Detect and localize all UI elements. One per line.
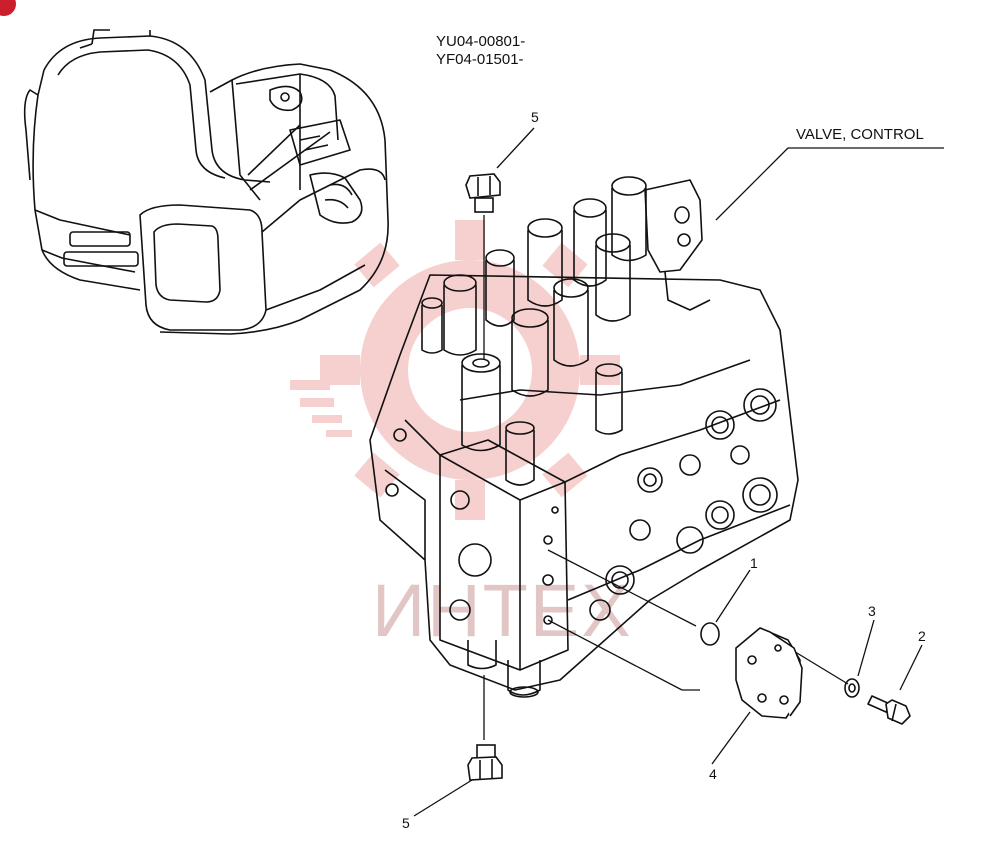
plug-5-bottom [467, 744, 503, 781]
bolt-2 [867, 695, 911, 725]
callout-2: 2 [918, 628, 926, 644]
leader-lines [413, 127, 944, 817]
callout-5-bottom: 5 [402, 815, 410, 831]
watermark-logo [290, 220, 620, 520]
spool-towers [421, 176, 647, 486]
callout-3: 3 [868, 603, 876, 619]
machine-overview [23, 29, 389, 335]
serial-range-2: YF04-01501- [436, 51, 524, 68]
callout-4: 4 [709, 766, 717, 782]
washer-3 [844, 678, 860, 698]
part-title: VALVE, CONTROL [796, 126, 924, 143]
cover-plate-4 [735, 627, 803, 719]
plug-5-top [465, 173, 501, 213]
watermark-text: ИНТЕХ [372, 569, 633, 652]
callout-1: 1 [750, 555, 758, 571]
o-ring-1 [700, 622, 720, 646]
port-holes [385, 388, 778, 625]
control-valve-assembly [369, 176, 799, 698]
corner-badge [0, 0, 16, 16]
callout-5-top: 5 [531, 109, 539, 125]
serial-range-1: YU04-00801- [436, 33, 526, 50]
